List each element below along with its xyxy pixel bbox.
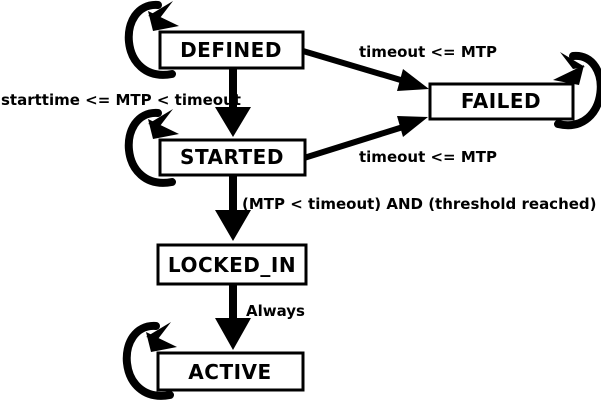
self-loop-defined-arc bbox=[124, 1, 176, 79]
state-defined-label: DEFINED bbox=[180, 38, 282, 62]
edge-started-to-failed-line bbox=[303, 124, 404, 161]
label-locked-in-to-active: Always bbox=[246, 302, 305, 320]
arrowhead-started-to-locked-in bbox=[215, 210, 251, 241]
self-loop-failed-cusp bbox=[560, 52, 585, 69]
self-loop-started-cusp bbox=[148, 109, 173, 126]
arrowhead-defined-to-started bbox=[215, 107, 251, 137]
arrowhead-defined-to-failed bbox=[397, 69, 429, 91]
state-started-box bbox=[158, 138, 307, 177]
state-active-box bbox=[156, 351, 305, 392]
self-loop-active-cusp bbox=[146, 322, 171, 339]
state-defined-box bbox=[158, 30, 305, 70]
state-locked-in-label: LOCKED_IN bbox=[168, 253, 296, 277]
self-loop-failed-arc bbox=[554, 51, 601, 130]
self-loop-active-arrowhead bbox=[146, 332, 177, 352]
label-defined-to-failed: timeout <= MTP bbox=[359, 43, 497, 61]
state-failed-box bbox=[428, 82, 575, 121]
self-loop-started-arc bbox=[124, 109, 176, 187]
arrowhead-started-to-failed bbox=[397, 116, 428, 137]
self-loop-defined-cusp bbox=[148, 1, 173, 18]
label-started-to-failed: timeout <= MTP bbox=[359, 148, 497, 166]
label-started-to-locked-in: (MTP < timeout) AND (threshold reached) bbox=[242, 195, 597, 213]
self-loop-defined-arrowhead bbox=[148, 11, 179, 31]
state-locked-in-box bbox=[156, 243, 308, 286]
edge-defined-to-failed-line bbox=[302, 48, 405, 84]
self-loop-failed-arrowhead bbox=[553, 65, 584, 85]
label-defined-to-started: starttime <= MTP < timeout bbox=[1, 91, 241, 109]
state-failed-label: FAILED bbox=[461, 89, 541, 113]
state-started-label: STARTED bbox=[180, 145, 284, 169]
self-loop-active-arc bbox=[122, 322, 174, 400]
state-active-label: ACTIVE bbox=[188, 360, 271, 384]
self-loop-started-arrowhead bbox=[148, 119, 179, 139]
arrowhead-locked-in-to-active bbox=[215, 318, 251, 350]
